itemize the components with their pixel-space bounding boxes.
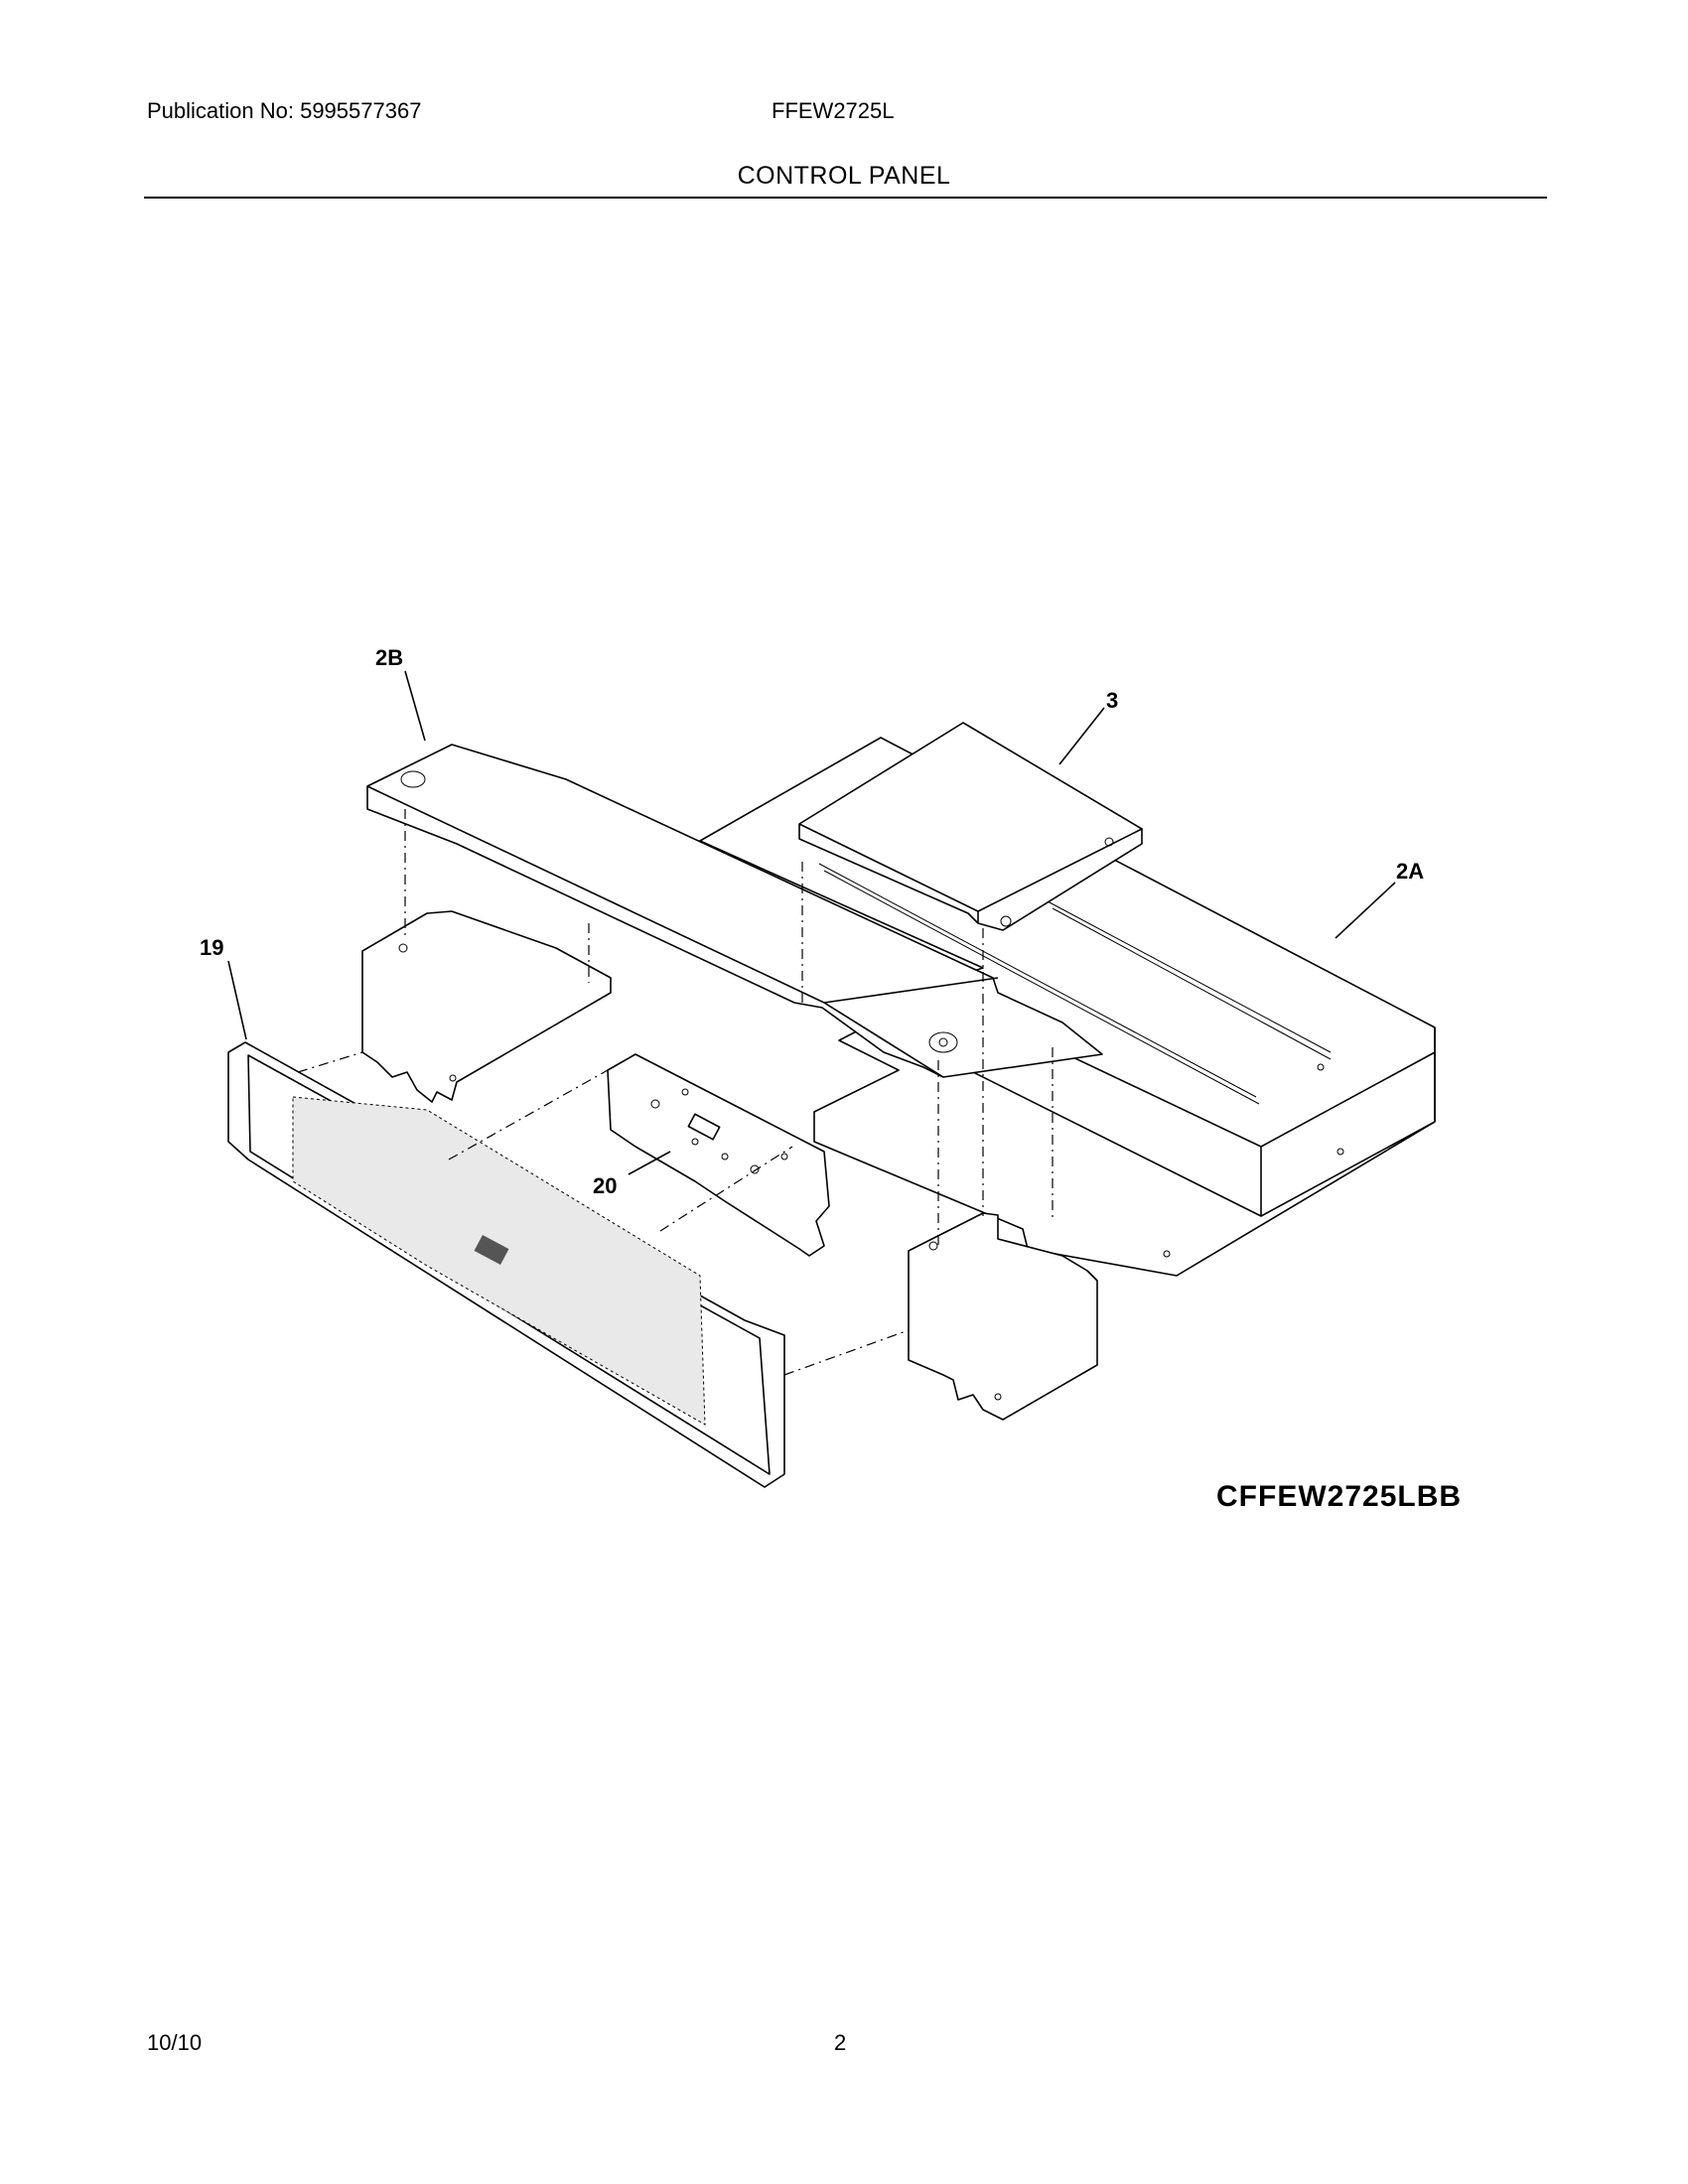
model-number: FFEW2725L: [772, 98, 895, 123]
callout-2a: 2A: [1396, 859, 1424, 884]
header-rule: [144, 197, 1547, 199]
callout-3: 3: [1106, 688, 1118, 713]
footer-date: 10/10: [147, 2030, 203, 2055]
left-side-bracket: [361, 910, 612, 1103]
part-2b-top-panel: [366, 744, 1103, 1078]
part-3-cover-plate: [798, 722, 1143, 931]
callout-leaders: [227, 670, 1396, 1175]
page-number: 2: [834, 2030, 847, 2055]
part-19-front-control-panel: [227, 1041, 785, 1488]
assembly-guide-lines: [297, 809, 1054, 1376]
callout-20: 20: [593, 1173, 617, 1198]
callout-19: 19: [200, 935, 223, 960]
right-side-bracket: [908, 1212, 1098, 1421]
callout-2b: 2B: [375, 645, 403, 670]
model-variant-label: CFFEW2725LBB: [1216, 1480, 1462, 1513]
section-title: CONTROL PANEL: [737, 162, 951, 190]
part-20-control-board: [607, 1053, 830, 1257]
publication-number: Publication No: 5995577367: [147, 98, 422, 123]
